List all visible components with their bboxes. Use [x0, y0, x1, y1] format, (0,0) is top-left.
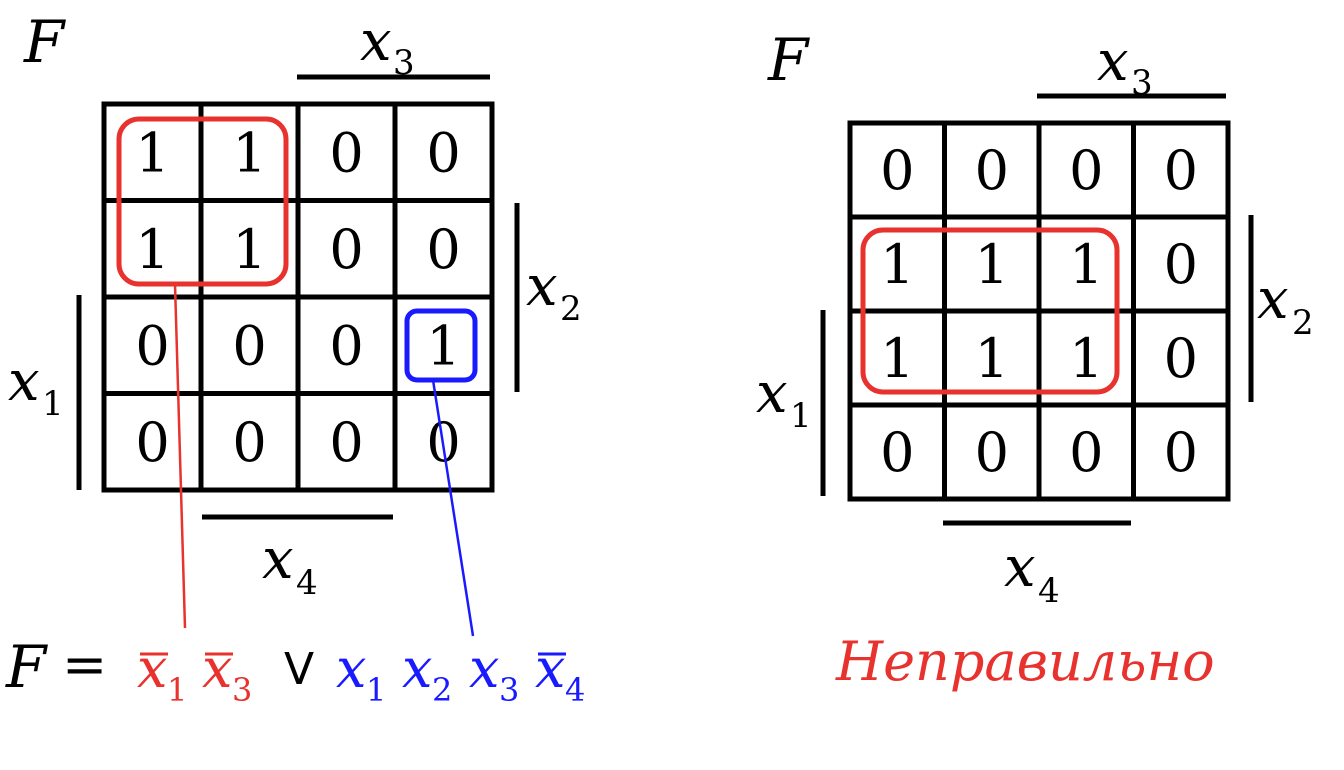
- formula-or-sign: V: [284, 644, 314, 695]
- left-value-r0-c1: 1: [232, 121, 266, 184]
- right-x4-sub: 4: [1038, 571, 1060, 611]
- left-value-r3-c1: 0: [232, 411, 266, 474]
- right-value-r1-c0: 1: [880, 233, 914, 296]
- term2-var3-name: x: [469, 637, 499, 700]
- right-red-group: [860, 227, 1120, 395]
- left-x4-name: x: [262, 527, 294, 592]
- left-value-r0-c3: 0: [426, 121, 460, 184]
- right-value-r0-c1: 0: [975, 139, 1009, 202]
- left-value-r0-c0: 1: [135, 121, 169, 184]
- term1-var2-name: x: [202, 637, 232, 700]
- right-value-r2-c1: 1: [975, 327, 1009, 390]
- left-map-grid: 1100110000010000: [101, 101, 495, 493]
- term2-var4-sub: 4: [565, 671, 585, 709]
- right-x1-sub: 1: [790, 396, 812, 436]
- right-value-r3-c3: 0: [1164, 421, 1198, 484]
- formula: F = x 1 x 3 V x 1 x 2 x 3 x 4: [5, 633, 585, 709]
- left-red-group: [116, 116, 289, 287]
- left-value-r1-c2: 0: [329, 218, 363, 281]
- red-connector-line: [173, 283, 187, 629]
- right-x3-sub: 3: [1131, 63, 1153, 103]
- left-value-r1-c0: 1: [135, 218, 169, 281]
- left-x4-sub: 4: [296, 563, 318, 603]
- right-x2-name: x: [1257, 267, 1289, 332]
- formula-term1: x 1 x 3: [137, 637, 252, 709]
- left-x1-name: x: [8, 349, 40, 414]
- right-map-label: F: [767, 26, 810, 94]
- right-x2-sub: 2: [1292, 303, 1314, 343]
- right-value-r2-c2: 1: [1069, 327, 1103, 390]
- right-x1-name: x: [756, 361, 788, 426]
- right-value-r1-c1: 1: [975, 233, 1009, 296]
- term2-var3-sub: 3: [499, 671, 519, 709]
- left-value-r2-c2: 0: [329, 314, 363, 377]
- left-value-r3-c2: 0: [329, 411, 363, 474]
- right-value-r0-c0: 0: [880, 139, 914, 202]
- left-value-r2-c1: 0: [232, 314, 266, 377]
- right-x4-name: x: [1004, 535, 1036, 600]
- left-x3-name: x: [360, 9, 392, 74]
- right-x3-name: x: [1097, 29, 1129, 94]
- left-blue-group: [404, 308, 478, 383]
- term2-var1-name: x: [336, 637, 366, 700]
- verdict-label: Неправильно: [835, 630, 1215, 693]
- right-value-r3-c2: 0: [1069, 421, 1103, 484]
- term2-var1-sub: 1: [366, 671, 386, 709]
- left-value-r0-c2: 0: [329, 121, 363, 184]
- left-cell-r3-c3: [392, 391, 495, 493]
- left-karnaugh-map: F x 3 x 2 x 1 x 4 1100110000010000: [8, 8, 582, 637]
- left-x2-name: x: [526, 254, 558, 319]
- term2-var2-sub: 2: [432, 671, 452, 709]
- right-value-r1-c2: 1: [1069, 233, 1103, 296]
- left-x3-sub: 3: [393, 43, 415, 83]
- left-x1-sub: 1: [42, 384, 64, 424]
- formula-term2: x 1 x 2 x 3 x 4: [336, 637, 585, 709]
- right-value-r1-c3: 0: [1164, 233, 1198, 296]
- formula-equals: =: [62, 633, 107, 696]
- left-value-r1-c1: 1: [232, 218, 266, 281]
- left-map-label: F: [23, 8, 66, 76]
- left-value-r1-c3: 0: [426, 218, 460, 281]
- right-value-r3-c1: 0: [975, 421, 1009, 484]
- left-value-r2-c0: 0: [135, 314, 169, 377]
- right-value-r2-c3: 0: [1164, 327, 1198, 390]
- term2-var2-name: x: [402, 637, 432, 700]
- formula-lhs: F: [5, 633, 48, 701]
- right-value-r0-c2: 0: [1069, 139, 1103, 202]
- term1-var2-sub: 3: [232, 671, 252, 709]
- right-cell-r3-c3: [1131, 402, 1231, 502]
- left-value-r2-c3: 1: [426, 314, 460, 377]
- right-value-r2-c0: 1: [880, 327, 914, 390]
- left-value-r3-c0: 0: [135, 411, 169, 474]
- term1-var1-sub: 1: [167, 671, 187, 709]
- right-value-r3-c0: 0: [880, 421, 914, 484]
- term1-var1-name: x: [137, 637, 167, 700]
- right-value-r0-c3: 0: [1164, 139, 1198, 202]
- term2-var4-name: x: [535, 637, 565, 700]
- left-x2-sub: 2: [560, 289, 582, 329]
- blue-connector-line: [431, 379, 475, 637]
